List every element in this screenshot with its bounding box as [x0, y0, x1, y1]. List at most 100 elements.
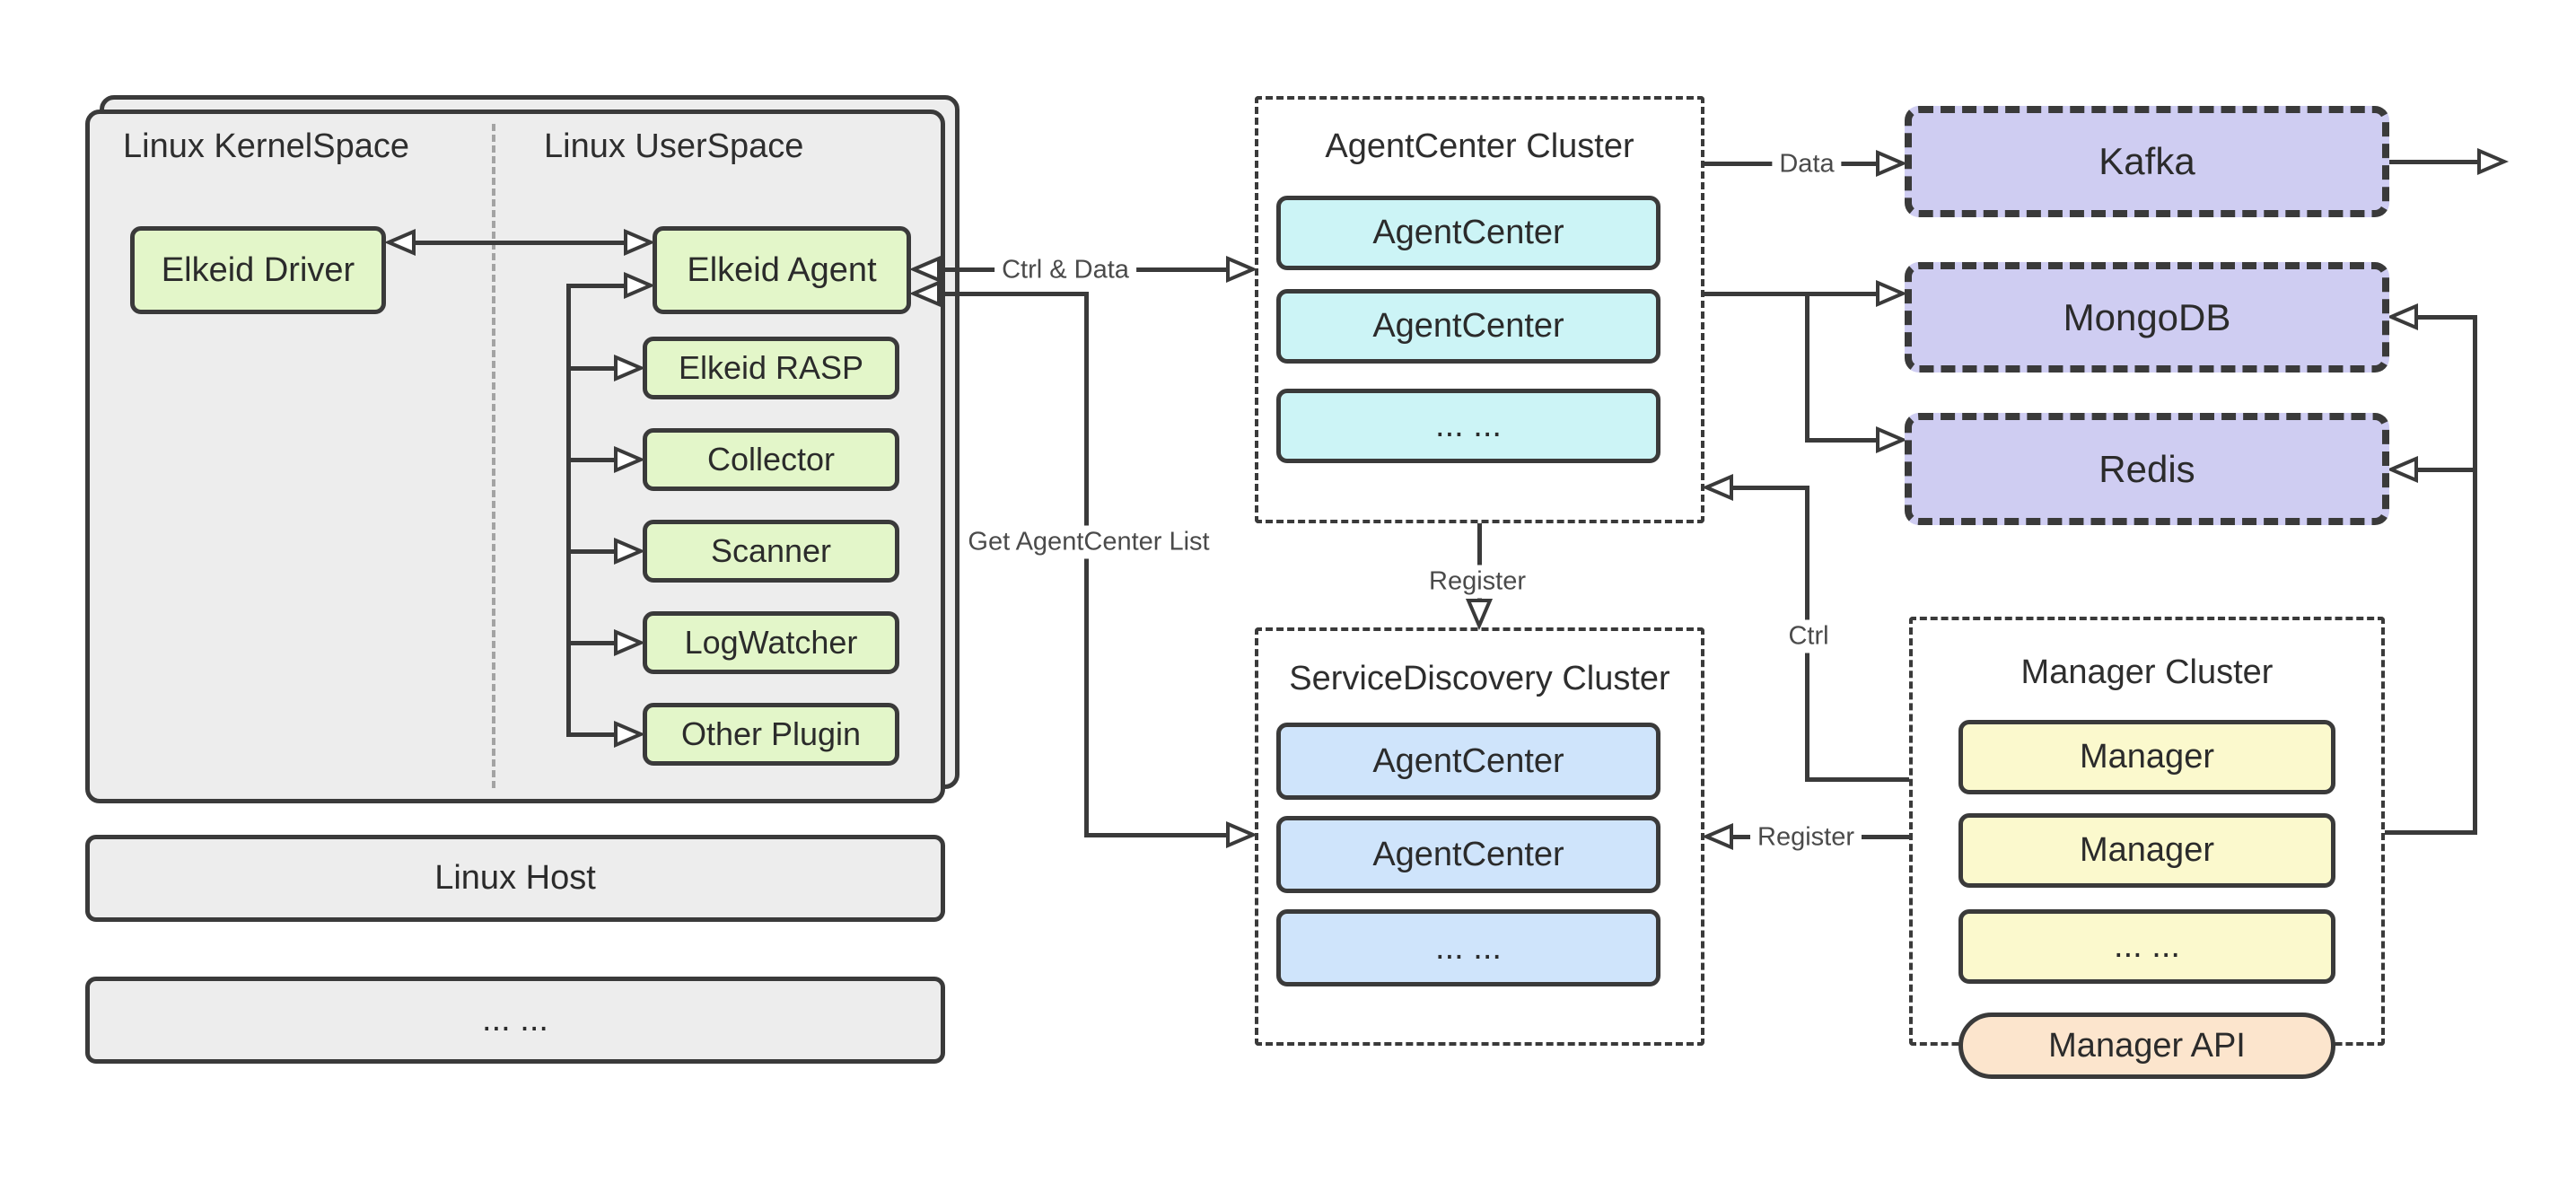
node-plugin-otherplugin-label: Other Plugin: [680, 715, 862, 752]
arrowhead-kafka-out: [2477, 147, 2510, 176]
node-plugin-scanner: Scanner: [643, 520, 899, 583]
edge-label-register-manager: Register: [1750, 820, 1862, 855]
manager-cluster-title: Manager Cluster: [2020, 653, 2274, 691]
arrowhead-ac-into-mongodb: [1876, 279, 1908, 308]
edge-mgr-db-v: [2473, 315, 2477, 835]
node-linux-host-label: Linux Host: [434, 859, 596, 897]
node-manager-1-label: Manager: [2080, 738, 2214, 776]
node-mongodb-label: MongoDB: [2063, 295, 2231, 338]
edge-trunk-otherplugin: [566, 732, 622, 737]
arrowhead-mgr-into-mongodb: [2386, 302, 2418, 331]
edge-mgr-redis: [2413, 468, 2475, 472]
kernel-space-title: Linux KernelSpace: [123, 127, 409, 165]
kernel-user-divider: [492, 124, 495, 788]
arrowhead-data-into-kafka: [1876, 149, 1908, 178]
edge-trunk-logwatcher: [566, 641, 622, 645]
agentcenter-cluster-title: AgentCenter Cluster: [1325, 127, 1634, 165]
node-agentcenter-more: ... ...: [1276, 389, 1660, 463]
arrowhead-mgr-into-redis: [2386, 455, 2418, 484]
node-agentcenter-1: AgentCenter: [1276, 196, 1660, 270]
edge-ac-mongodb: [1704, 292, 1880, 296]
node-servicediscovery-2-label: AgentCenter: [1372, 835, 1564, 873]
node-servicediscovery-more: ... ...: [1276, 909, 1660, 986]
node-kafka-label: Kafka: [2098, 140, 2195, 182]
node-agentcenter-2-label: AgentCenter: [1372, 307, 1564, 345]
arrowhead-into-collector: [614, 445, 646, 474]
node-more-hosts: ... ...: [85, 977, 945, 1064]
edge-label-register-agentcenter: Register: [1422, 565, 1533, 599]
node-elkeid-agent-label: Elkeid Agent: [687, 250, 877, 289]
edge-mgr-mongodb: [2413, 315, 2475, 320]
arrowhead-into-otherplugin: [614, 720, 646, 749]
node-elkeid-agent: Elkeid Agent: [653, 226, 911, 314]
servicediscovery-cluster-title: ServiceDiscovery Cluster: [1289, 660, 1670, 697]
node-manager-1: Manager: [1958, 720, 2335, 794]
node-servicediscovery-1: AgentCenter: [1276, 723, 1660, 800]
node-elkeid-driver: Elkeid Driver: [130, 226, 386, 314]
edge-label-ctrl-and-data: Ctrl & Data: [994, 253, 1136, 287]
user-space-title: Linux UserSpace: [544, 127, 804, 165]
edge-plugin-trunk: [566, 284, 571, 736]
edge-ac-redis: [1805, 438, 1880, 443]
node-manager-api-label: Manager API: [2048, 1026, 2246, 1065]
node-manager-more: ... ...: [1958, 909, 2335, 984]
node-linux-host: Linux Host: [85, 835, 945, 922]
edge-mgr-db-h: [2385, 830, 2477, 835]
node-manager-2: Manager: [1958, 813, 2335, 888]
arrowhead-into-scanner: [614, 537, 646, 565]
edge-getlist-h1: [933, 292, 1088, 296]
node-manager-2-label: Manager: [2080, 831, 2214, 869]
arrowhead-into-driver: [383, 228, 416, 257]
node-mongodb: MongoDB: [1905, 262, 2389, 373]
edge-trunk-rasp: [566, 366, 622, 371]
node-agentcenter-2: AgentCenter: [1276, 289, 1660, 364]
arrowhead-register-into-sd-right: [1701, 822, 1733, 851]
edge-label-data: Data: [1772, 147, 1842, 181]
arrowhead-getlist-into-sd: [1226, 820, 1258, 849]
edge-label-ctrl: Ctrl: [1781, 619, 1836, 653]
node-manager-more-label: ... ...: [2114, 927, 2180, 965]
node-kafka: Kafka: [1905, 106, 2389, 217]
node-agentcenter-1-label: AgentCenter: [1372, 214, 1564, 251]
edge-ctrl-h-bottom: [1805, 777, 1909, 782]
node-plugin-logwatcher-label: LogWatcher: [684, 624, 858, 661]
node-plugin-rasp-label: Elkeid RASP: [678, 349, 864, 386]
servicediscovery-cluster: [1255, 627, 1704, 1046]
node-plugin-rasp: Elkeid RASP: [643, 337, 899, 399]
node-servicediscovery-2: AgentCenter: [1276, 816, 1660, 893]
edge-trunk-agent: [566, 284, 631, 288]
node-servicediscovery-more-label: ... ...: [1435, 928, 1502, 967]
node-elkeid-driver-label: Elkeid Driver: [161, 250, 355, 289]
arrowhead-into-agent-from-driver: [624, 228, 656, 257]
edge-ctrl-h-top: [1728, 486, 1809, 490]
arrowhead-ctrldata-into-agent: [908, 255, 941, 284]
arrowhead-ctrl-into-ac: [1701, 473, 1733, 502]
node-more-hosts-label: ... ...: [482, 1001, 548, 1039]
agentcenter-cluster: [1255, 96, 1704, 523]
node-manager-api: Manager API: [1958, 1013, 2335, 1079]
edge-trunk-scanner: [566, 549, 622, 554]
arrowhead-register-into-sd-top: [1465, 599, 1494, 631]
edge-driver-agent: [393, 241, 646, 245]
node-plugin-otherplugin: Other Plugin: [643, 703, 899, 766]
node-servicediscovery-1-label: AgentCenter: [1372, 741, 1564, 780]
edge-label-get-agentcenter-list: Get AgentCenter List: [960, 525, 1217, 559]
node-agentcenter-more-label: ... ...: [1435, 407, 1502, 444]
edge-ac-redis-branch: [1805, 292, 1809, 443]
node-plugin-collector: Collector: [643, 428, 899, 491]
arrowhead-ac-into-redis: [1876, 425, 1908, 454]
edge-kafka-out: [2389, 160, 2483, 164]
arrowhead-getlist-into-agent: [908, 279, 941, 308]
node-redis: Redis: [1905, 413, 2389, 525]
node-plugin-collector-label: Collector: [706, 441, 836, 478]
node-plugin-logwatcher: LogWatcher: [643, 611, 899, 674]
node-plugin-scanner-label: Scanner: [710, 532, 832, 569]
node-redis-label: Redis: [2098, 447, 2195, 490]
edge-register-ac-sd: [1477, 523, 1482, 606]
arrowhead-trunk-into-agent: [624, 271, 656, 300]
edge-trunk-collector: [566, 458, 622, 462]
edge-getlist-h2: [1084, 833, 1233, 837]
arrowhead-into-rasp: [614, 354, 646, 382]
arrowhead-ctrldata-into-ac: [1226, 255, 1258, 284]
